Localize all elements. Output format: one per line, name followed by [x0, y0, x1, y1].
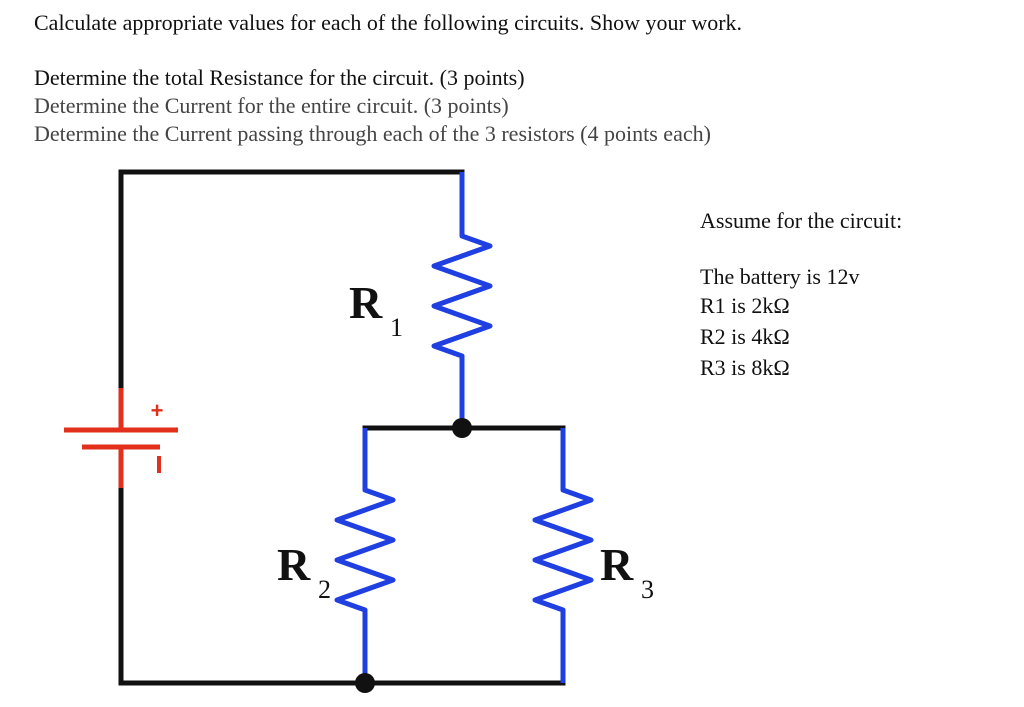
r1-subscript: 1	[390, 313, 403, 342]
assumption-r3: R3 is 8kΩ	[700, 355, 790, 380]
resistor-r1	[431, 172, 493, 428]
resistor-r2	[334, 428, 396, 683]
r3-label: R	[600, 539, 634, 590]
instruction-intro: Calculate appropriate values for each of…	[34, 10, 743, 35]
circuit-wires	[118, 169, 566, 686]
junction-dot-bottom	[355, 673, 375, 693]
r3-subscript: 3	[641, 575, 654, 604]
question-resistor-currents: Determine the Current passing through ea…	[34, 121, 711, 146]
resistor-r3	[532, 428, 594, 683]
battery-symbol: +	[64, 388, 178, 488]
question-total-resistance: Determine the total Resistance for the c…	[34, 65, 525, 90]
assumption-r2: R2 is 4kΩ	[700, 324, 790, 349]
junction-dot-top	[452, 418, 472, 438]
question-total-current: Determine the Current for the entire cir…	[34, 93, 509, 118]
plus-icon: +	[151, 398, 164, 423]
r1-label: R	[349, 277, 383, 328]
assumption-battery: The battery is 12v	[700, 264, 860, 289]
r2-label: R	[277, 539, 311, 590]
r2-subscript: 2	[318, 575, 331, 604]
wire-top-loop	[118, 169, 465, 391]
assumptions-heading: Assume for the circuit:	[700, 208, 903, 233]
assumption-r1: R1 is 2kΩ	[700, 293, 790, 318]
